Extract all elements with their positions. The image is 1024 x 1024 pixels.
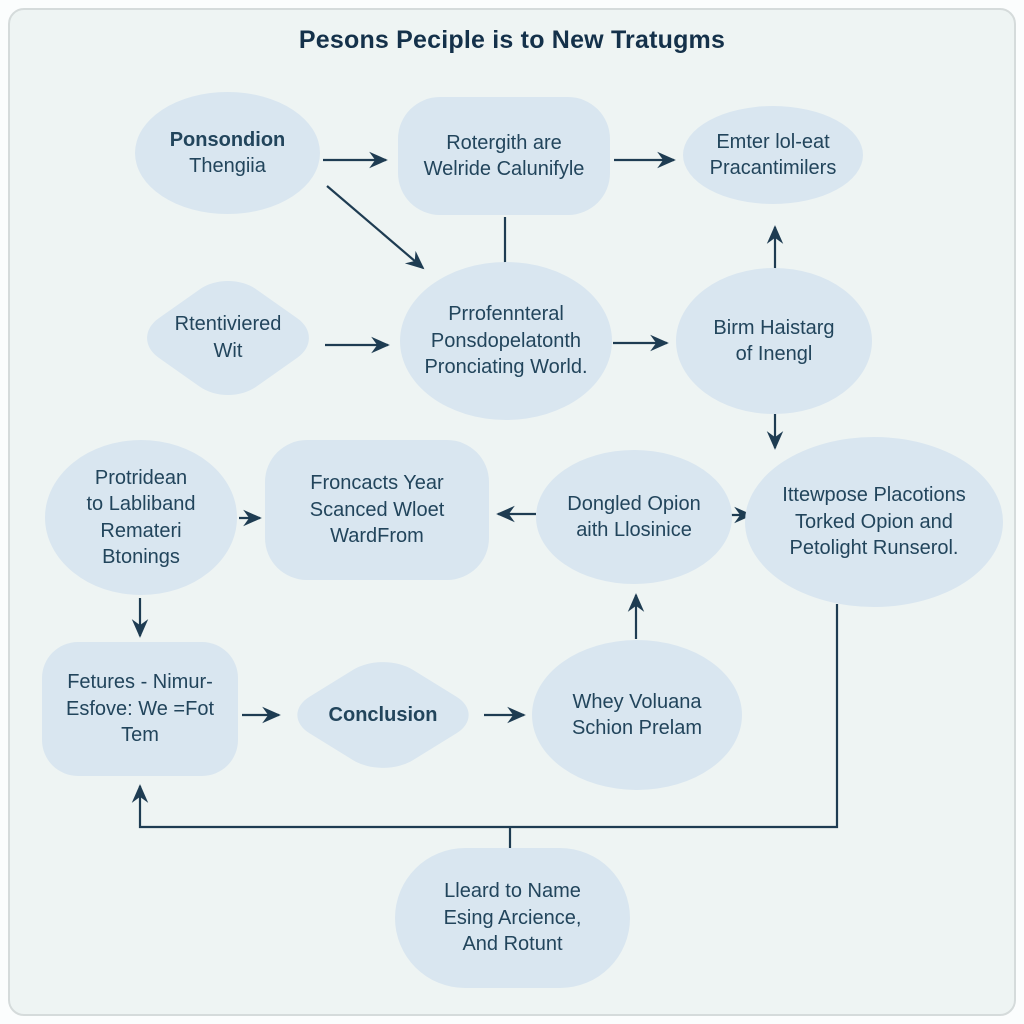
node-ittewpose: Ittewpose Placotions Torked Opion and Pe… [745,437,1003,607]
node-emter-line: Emter lol-eat [716,130,830,153]
node-ponsondion-shape [135,92,320,214]
edge-ponsondion-prrofennteral [326,185,425,270]
node-lleard-line: And Rotunt [462,933,563,956]
node-prrofennteral-line: Prrofennteral [448,303,564,326]
node-whey: Whey Voluana Schion Prelam [532,640,742,790]
node-dongled-line: aith Llosinice [576,519,692,541]
node-froncacts-line: Scanced Wloet [309,498,445,521]
node-lleard: Lleard to Name Esing Arcience, And Rotun… [395,848,630,988]
node-rotergith: Rotergith are Welride Calunifyle [398,97,610,215]
node-rotergith-shape [398,97,610,215]
node-protridean-line: Btonings [102,545,180,568]
node-protridean-line: Remateri [100,519,182,542]
node-protridean-line: Protridean [94,466,188,489]
node-birm-shape [676,268,872,414]
edge-ittewpose-fetures-feedback [131,604,839,829]
node-dongled: Dongled Opion aith Llosinice [536,450,732,584]
node-emter-line: Pracantimilers [709,157,837,179]
node-whey-line: Whey Voluana [572,690,702,713]
diagram-title: Pesons Peciple is to New Tratugms [298,26,726,54]
node-protridean-line: to Labliband [86,493,196,516]
node-fetures-line: Fetures - Nimur- [67,671,213,694]
node-fetures-line: Tem [121,724,159,747]
node-ittewpose-line: Ittewpose Placotions [782,484,966,507]
node-rotergith-line: Welride Calunifyle [423,158,585,180]
node-ponsondion-line: Ponsondion [169,128,286,151]
node-ittewpose-line: Petolight Runserol. [789,537,959,560]
node-ponsondion: Ponsondion Thengiia [135,92,320,214]
node-emter: Emter lol-eat Pracantimilers [683,106,863,204]
node-froncacts-line: Froncacts Year [310,472,444,495]
node-prrofennteral: Prrofennteral Ponsdopelatonth Pronciatin… [400,262,612,420]
node-lleard-line: Esing Arcience, [443,906,582,929]
node-prrofennteral-line: Ponsdopelatonth [430,329,582,352]
node-prrofennteral-line: Pronciating World. [424,356,588,379]
node-dongled-shape [536,450,732,584]
node-froncacts: Froncacts Year Scanced Wloet WardFrom [265,440,489,580]
node-froncacts-shape [265,440,489,580]
node-birm-line: Birm Haistarg [713,316,835,339]
node-whey-line: Schion Prelam [571,717,703,739]
node-fetures-shape [42,642,238,776]
node-rtentiviered: Rtentiviered Wit [130,268,326,407]
node-birm-line: of Inengl [735,343,813,365]
node-protridean: Protridean to Labliband Remateri Btoning… [45,440,237,595]
node-ittewpose-line: Torked Opion and [795,510,953,533]
node-lleard-shape [395,848,630,988]
node-ittewpose-shape [745,437,1003,607]
node-prrofennteral-shape [400,262,612,420]
node-ponsondion-line: Thengiia [189,155,266,177]
node-rtentiviered-line: Wit [213,339,243,362]
node-fetures: Fetures - Nimur- Esfove: We =Fot Tem [42,642,238,776]
node-conclusion-line: Conclusion [328,703,438,726]
node-whey-shape [532,640,742,790]
node-birm: Birm Haistarg of Inengl [676,268,872,414]
node-lleard-line: Lleard to Name [444,880,581,903]
node-fetures-line: Esfove: We =Fot [65,697,215,720]
node-rtentiviered-line: Rtentiviered [174,313,282,336]
node-conclusion: Conclusion [279,651,487,779]
node-froncacts-line: WardFrom [330,525,424,548]
node-emter-shape [683,106,863,204]
node-rotergith-line: Rotergith are [446,131,562,154]
node-protridean-shape [45,440,237,595]
node-dongled-line: Dongled Opion [567,492,701,515]
